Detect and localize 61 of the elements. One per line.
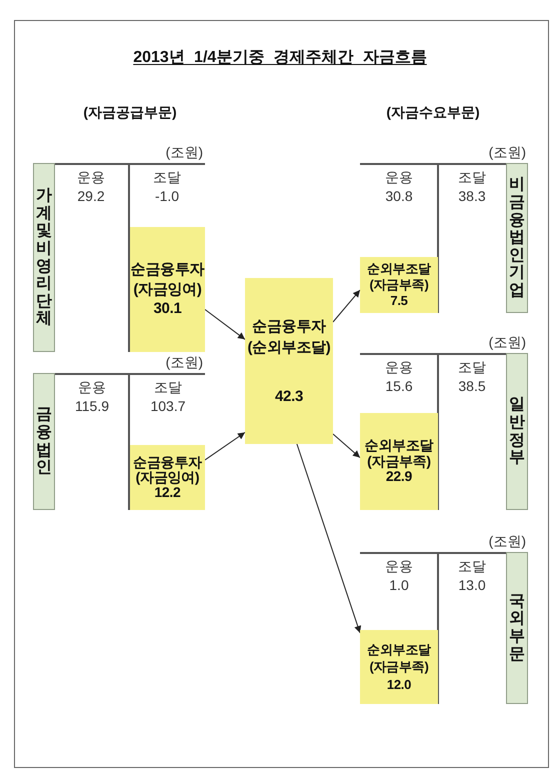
sector-bar — [33, 373, 55, 510]
unit-label: (조원) — [488, 333, 526, 351]
sector-bar — [33, 163, 55, 352]
unit-label: (조원) — [488, 532, 526, 550]
value-text: 30.8 — [385, 187, 413, 205]
value-text: 103.7 — [150, 397, 186, 415]
value-text: 15.6 — [385, 377, 413, 395]
section-heading: (자금수요부문) — [386, 103, 480, 121]
column-header: 조달 — [458, 168, 486, 186]
unit-label: (조원) — [166, 353, 203, 371]
value-text: 38.5 — [458, 377, 486, 395]
sector-name: 가계및비영리단체 — [36, 187, 52, 328]
value-text: 38.3 — [458, 187, 486, 205]
flow-box — [130, 445, 205, 510]
unit-label: (조원) — [488, 143, 526, 161]
section-heading: (자금공급부문) — [83, 103, 177, 121]
value-text: 115.9 — [75, 397, 109, 415]
arrow — [204, 309, 246, 340]
flow-value: 7.5 — [390, 293, 408, 310]
value-text: 1.0 — [389, 576, 409, 594]
value-text: -1.0 — [154, 187, 180, 205]
flow-box — [360, 413, 438, 510]
flow-box — [245, 278, 333, 444]
flow-label: 순금융투자 (자금잉여) — [133, 455, 202, 485]
column-header: 조달 — [154, 378, 182, 396]
flow-value: 42.3 — [275, 386, 303, 406]
sector-bar — [506, 163, 528, 313]
flow-value: 12.2 — [154, 484, 181, 500]
arrow — [332, 290, 360, 322]
column-header: 운용 — [77, 168, 105, 186]
flow-label: 순금융투자 (자금잉여) — [130, 260, 204, 300]
column-header: 조달 — [458, 557, 486, 575]
flow-label: 순금융투자 (순외부조달) — [248, 316, 330, 358]
flow-box — [130, 227, 205, 352]
sector-name: 비금융법인기업 — [509, 176, 525, 300]
arrow — [296, 444, 362, 634]
flow-label: 순외부조달 (자금부족) — [367, 260, 431, 294]
unit-label: (조원) — [166, 143, 203, 161]
sector-bar — [506, 353, 528, 510]
sector-name: 금융법인 — [36, 406, 52, 477]
column-header: 운용 — [78, 378, 106, 396]
flow-value: 30.1 — [154, 299, 182, 319]
flow-value: 12.0 — [386, 676, 412, 694]
flow-box — [360, 630, 438, 704]
flow-value: 22.9 — [386, 469, 412, 485]
arrow — [332, 434, 360, 458]
value-text: 29.2 — [77, 187, 105, 205]
arrow — [204, 432, 246, 460]
diagram-title: 2013년 1/4분기중 경제주체간 자금흐름 — [133, 48, 427, 68]
sector-name: 국외부문 — [509, 592, 525, 664]
flow-label: 순외부조달 (자금부족) — [364, 438, 434, 470]
flow-box — [360, 257, 438, 313]
column-header: 운용 — [385, 557, 413, 575]
value-text: 13.0 — [458, 576, 486, 594]
sector-name: 일반정부 — [509, 396, 525, 467]
sector-bar — [506, 552, 528, 704]
column-header: 운용 — [385, 168, 413, 186]
column-header: 운용 — [385, 358, 413, 376]
column-header: 조달 — [458, 358, 486, 376]
flow-label: 순외부조달 (자금부족) — [367, 640, 431, 676]
column-header: 조달 — [153, 168, 181, 186]
